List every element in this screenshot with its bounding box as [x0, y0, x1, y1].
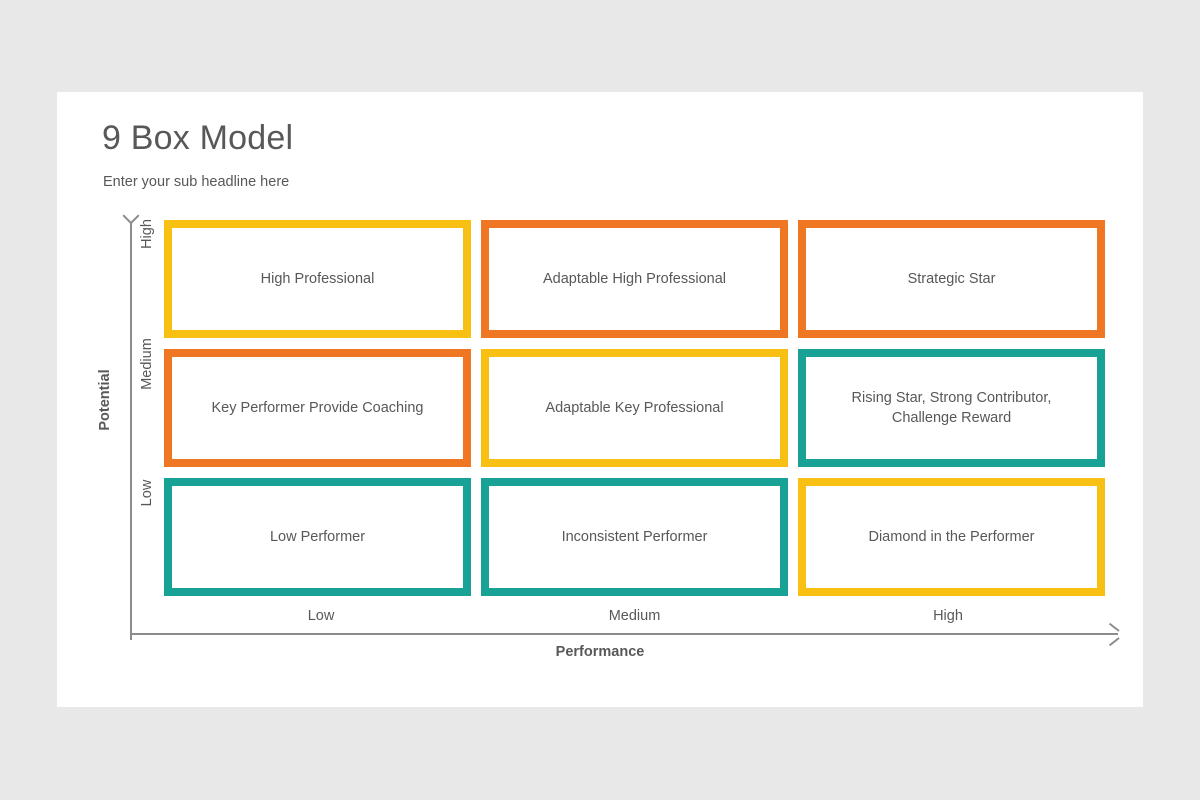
box-label: Rising Star, Strong Contributor, Challen…: [851, 390, 1052, 426]
slide-canvas: 9 Box Model Enter your sub headline here…: [57, 92, 1143, 707]
y-axis-label: Potential: [97, 369, 113, 431]
box-high-potential-low-performance[interactable]: High Professional: [164, 220, 471, 338]
y-tick-high: High: [139, 219, 155, 249]
nine-box-grid: High Professional Adaptable High Profess…: [164, 220, 1105, 605]
page-title: 9 Box Model: [102, 119, 294, 157]
y-tick-medium: Medium: [139, 338, 155, 390]
x-tick-high: High: [933, 608, 963, 624]
box-low-potential-low-performance[interactable]: Low Performer: [164, 478, 471, 596]
box-medium-potential-low-performance[interactable]: Key Performer Provide Coaching: [164, 349, 471, 467]
box-label: High Professional: [260, 271, 375, 287]
box-high-potential-high-performance[interactable]: Strategic Star: [798, 220, 1105, 338]
x-axis-label: Performance: [555, 644, 645, 660]
page-subtitle: Enter your sub headline here: [103, 174, 290, 190]
box-medium-potential-high-performance[interactable]: Rising Star, Strong Contributor, Challen…: [798, 349, 1105, 467]
y-axis-line: [130, 222, 132, 640]
x-tick-low: Low: [307, 608, 335, 624]
nine-box-chart: Potential High Medium Low Performance Lo…: [57, 92, 1143, 707]
box-label: Adaptable Key Professional: [545, 400, 724, 416]
box-label: Key Performer Provide Coaching: [211, 400, 424, 416]
x-tick-medium: Medium: [608, 608, 661, 624]
box-label: Strategic Star: [907, 271, 996, 287]
box-low-potential-medium-performance[interactable]: Inconsistent Performer: [481, 478, 788, 596]
x-axis-line: [130, 633, 1118, 635]
box-medium-potential-medium-performance[interactable]: Adaptable Key Professional: [481, 349, 788, 467]
box-label: Diamond in the Performer: [868, 529, 1035, 545]
box-low-potential-high-performance[interactable]: Diamond in the Performer: [798, 478, 1105, 596]
y-tick-low: Low: [139, 479, 155, 507]
box-label: Low Performer: [269, 529, 366, 545]
box-label: Inconsistent Performer: [561, 529, 708, 545]
box-high-potential-medium-performance[interactable]: Adaptable High Professional: [481, 220, 788, 338]
box-label: Adaptable High Professional: [543, 271, 726, 287]
